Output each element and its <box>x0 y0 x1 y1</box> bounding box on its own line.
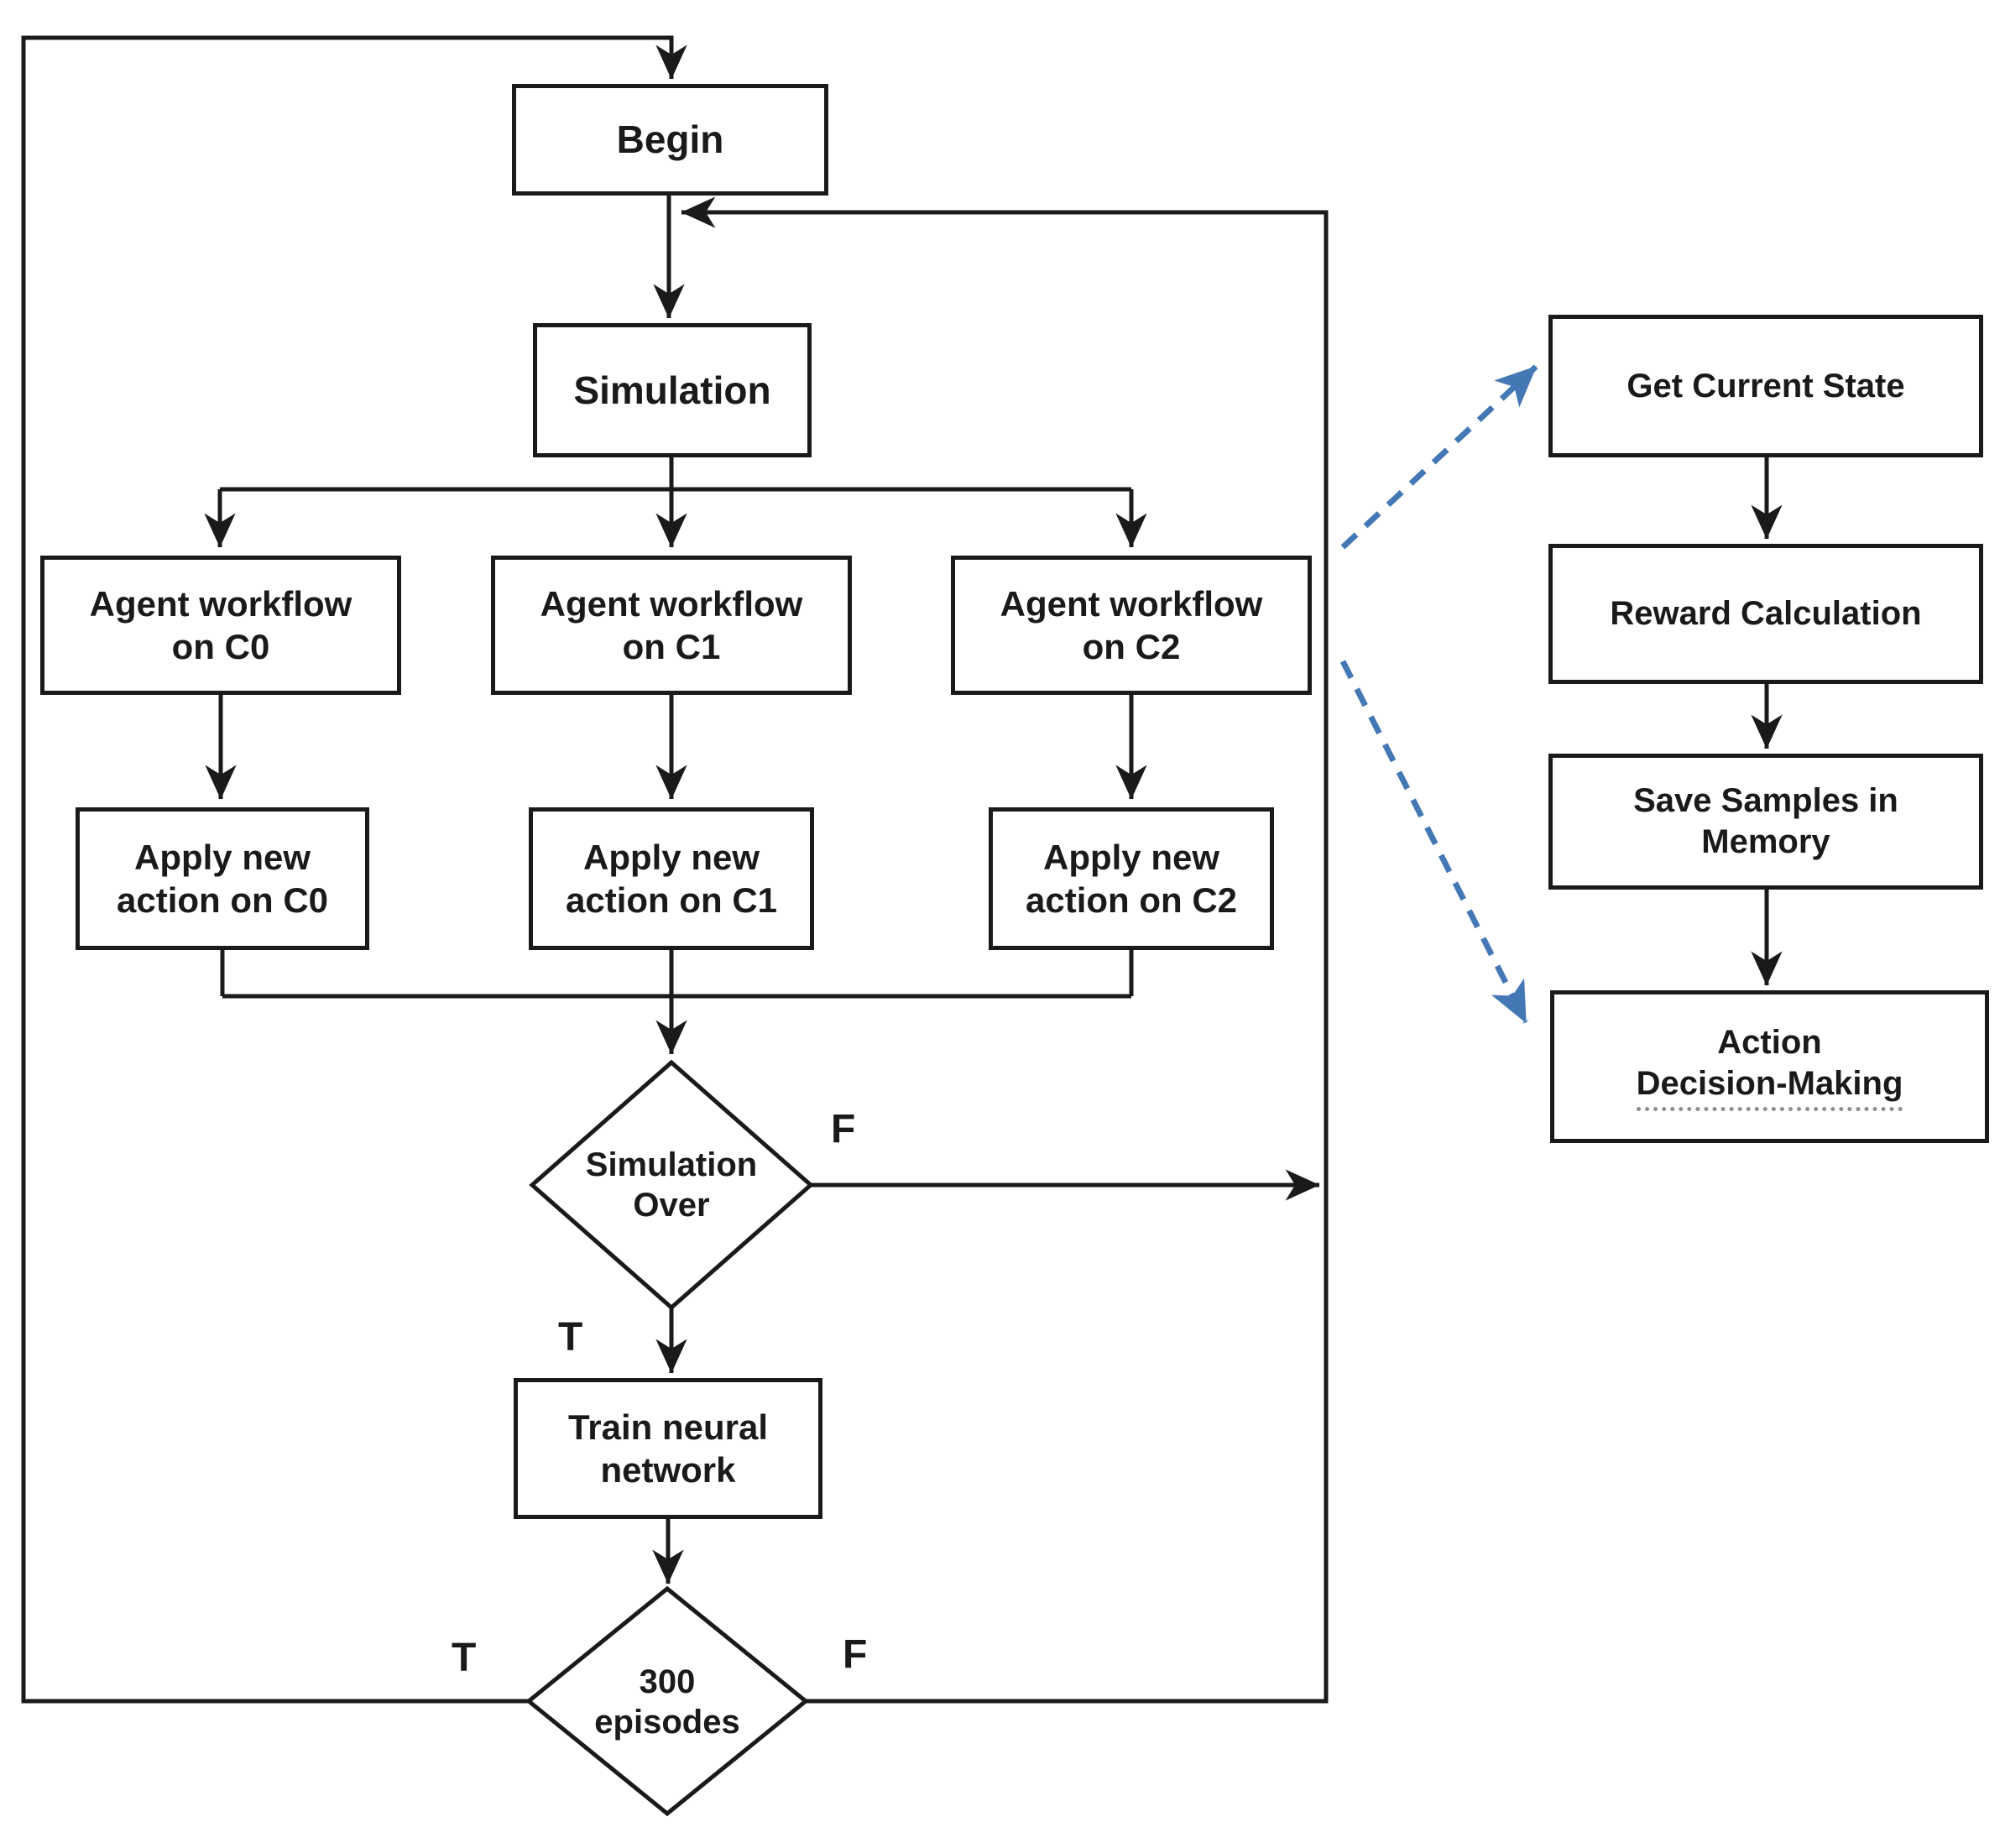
node-get-current-state: Get Current State <box>1548 315 1983 457</box>
node-simulation: Simulation <box>533 323 812 457</box>
label-sim-over-true: T <box>558 1315 583 1360</box>
node-train-neural-network: Train neural network <box>514 1378 822 1519</box>
action-decision-line2: Decision-Making <box>1636 1063 1903 1111</box>
edge-episodes-false-return-to-simulation <box>681 196 1329 1704</box>
dashed-arrow-to-get-current-state <box>1340 364 1538 550</box>
node-agent-workflow-c0: Agent workflow on C0 <box>40 556 401 695</box>
node-reward-calculation: Reward Calculation <box>1548 544 1983 684</box>
edge-episodes-true-to-begin <box>21 35 687 1704</box>
node-begin: Begin <box>512 84 828 196</box>
decision-300-episodes-label: 300 episodes <box>594 1663 740 1741</box>
decision-300-episodes-shape <box>525 1585 809 1817</box>
label-episodes-true: T <box>452 1636 477 1680</box>
node-apply-action-c2: Apply new action on C2 <box>989 807 1274 950</box>
action-decision-line1: Action <box>1717 1024 1822 1062</box>
label-sim-over-false: F <box>831 1107 856 1151</box>
node-apply-action-c1: Apply new action on C1 <box>529 807 814 950</box>
node-action-decision-making: Action Decision-Making <box>1550 990 1989 1143</box>
node-agent-workflow-c1: Agent workflow on C1 <box>491 556 852 695</box>
node-apply-action-c0: Apply new action on C0 <box>76 807 369 950</box>
node-agent-workflow-c2: Agent workflow on C2 <box>951 556 1312 695</box>
node-save-samples-memory: Save Samples in Memory <box>1548 754 1983 890</box>
dashed-arrow-to-action-decision <box>1339 660 1529 1024</box>
decision-simulation-over-label: Simulation Over <box>585 1146 758 1224</box>
label-episodes-false: F <box>843 1632 868 1677</box>
